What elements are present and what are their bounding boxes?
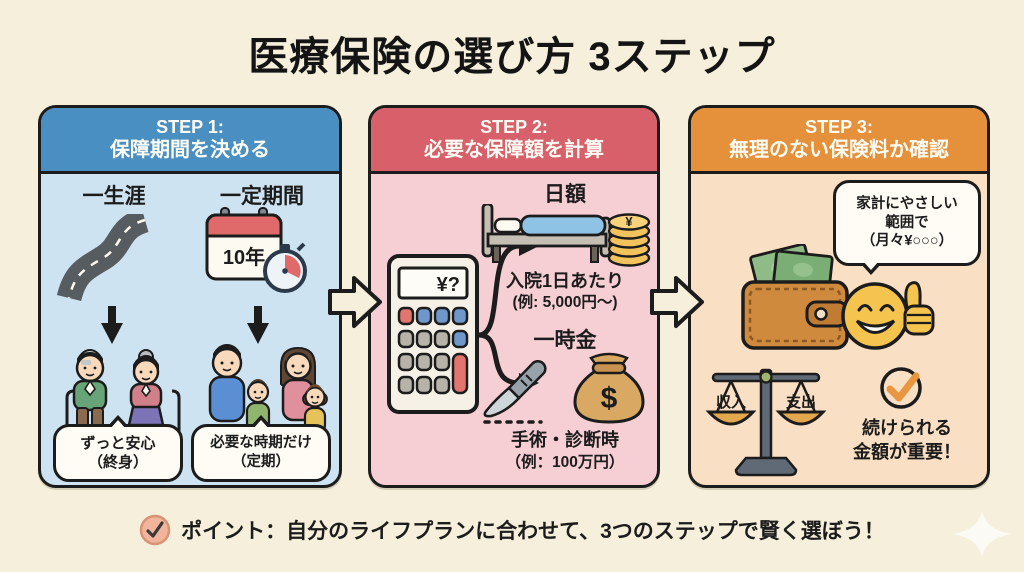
lump-desc-line1: 手術・診断時 (511, 430, 619, 450)
step2-header-line1: STEP 2: (480, 116, 548, 137)
step1-header-line2: 保障期間を決める (110, 139, 270, 162)
budget-speech-bubble: 家計にやさしい 範囲で （月々¥○○○） (833, 180, 981, 275)
lifetime-bubble-line1: ずっと安心 (80, 434, 156, 452)
sparkle-icon (952, 510, 1012, 558)
step2-header-line2: 必要な保障額を計算 (424, 139, 604, 162)
calculator-display: ¥? (437, 274, 460, 296)
step2-header: STEP 2: 必要な保障額を計算 (371, 108, 657, 174)
step2-to-step3-arrow-icon (650, 276, 704, 328)
hospital-bed-coins-icon: ¥ (481, 204, 651, 267)
road-icon (56, 214, 150, 302)
step3-header: STEP 3: 無理のない保険料か確認 (691, 108, 987, 174)
daily-desc-line1: 入院1日あたり (505, 271, 624, 291)
footer-text: ポイント：自分のライフプランに合わせて、3つのステップで賢く選ぼう！ (181, 520, 885, 543)
balance-scale-icon: 収入 支出 (705, 368, 827, 477)
money-bag-glyph: $ (573, 352, 645, 424)
lifetime-bubble-line2: （終身） (87, 454, 148, 471)
calendar-stopwatch-icon: 10年 (205, 207, 307, 293)
affordability-note-line1: 続けられる (862, 418, 952, 438)
calendar-year-label: 10年 (223, 245, 265, 269)
down-arrow-icon (247, 306, 269, 344)
step1-header-line1: STEP 1: (156, 116, 224, 137)
bag-dollar-symbol: $ (601, 382, 618, 415)
scalpel-glyph (483, 360, 547, 424)
page-title: 医療保険の選び方 3ステップ (248, 35, 776, 79)
step1-to-step2-arrow-icon (328, 276, 382, 328)
lifetime-label: 一生涯 (82, 185, 146, 208)
step2-panel: STEP 2: 必要な保障額を計算 ¥? (368, 105, 660, 488)
step1-header: STEP 1: 保障期間を決める (41, 108, 339, 174)
step1-panel: STEP 1: 保障期間を決める 一生涯 一定期間 10年 (38, 105, 342, 488)
scale-income-label: 収入 (716, 393, 746, 411)
fixed-period-speech-bubble: 必要な時期だけ （定期） (191, 415, 331, 482)
step3-panel: STEP 3: 無理のない保険料か確認 家計にやさしい 範囲で （月々¥○○○） (688, 105, 990, 488)
lump-desc-line2: （例：100万円） (505, 454, 625, 471)
daily-desc-line2: (例: 5,000円〜) (512, 294, 618, 311)
down-arrow-icon (101, 306, 123, 344)
calculator-icon: ¥? (387, 254, 479, 414)
check-circle-icon (880, 367, 922, 409)
smiley-thumbs-up-icon (841, 281, 935, 350)
scalpel-moneybag-icon: $ (483, 352, 645, 424)
thumb-up-glyph (903, 281, 935, 336)
fixed-period-label: 一定期間 (220, 185, 304, 208)
daily-amount-title: 日額 (544, 183, 586, 206)
step3-header-line1: STEP 3: (805, 116, 873, 137)
budget-bubble-line2: 範囲で (885, 214, 929, 231)
footer-check-icon (139, 514, 171, 546)
affordability-note-line2: 金額が重要！ (853, 442, 961, 462)
lifetime-speech-bubble: ずっと安心 （終身） (53, 415, 183, 482)
stopwatch-glyph (263, 242, 307, 293)
budget-bubble-line1: 家計にやさしい (856, 195, 958, 212)
coin-yen-symbol: ¥ (625, 214, 633, 229)
lump-sum-title: 一時金 (533, 329, 597, 352)
step3-header-line2: 無理のない保険料か確認 (729, 139, 949, 162)
fixed-bubble-line2: （定期） (232, 454, 290, 470)
fixed-bubble-line1: 必要な時期だけ (210, 435, 312, 452)
budget-bubble-line3: （月々¥○○○） (860, 233, 954, 250)
footer-point: ポイント：自分のライフプランに合わせて、3つのステップで賢く選ぼう！ (0, 514, 1024, 546)
coin-stack-glyph: ¥ (607, 213, 651, 267)
scale-expense-label: 支出 (785, 393, 816, 411)
